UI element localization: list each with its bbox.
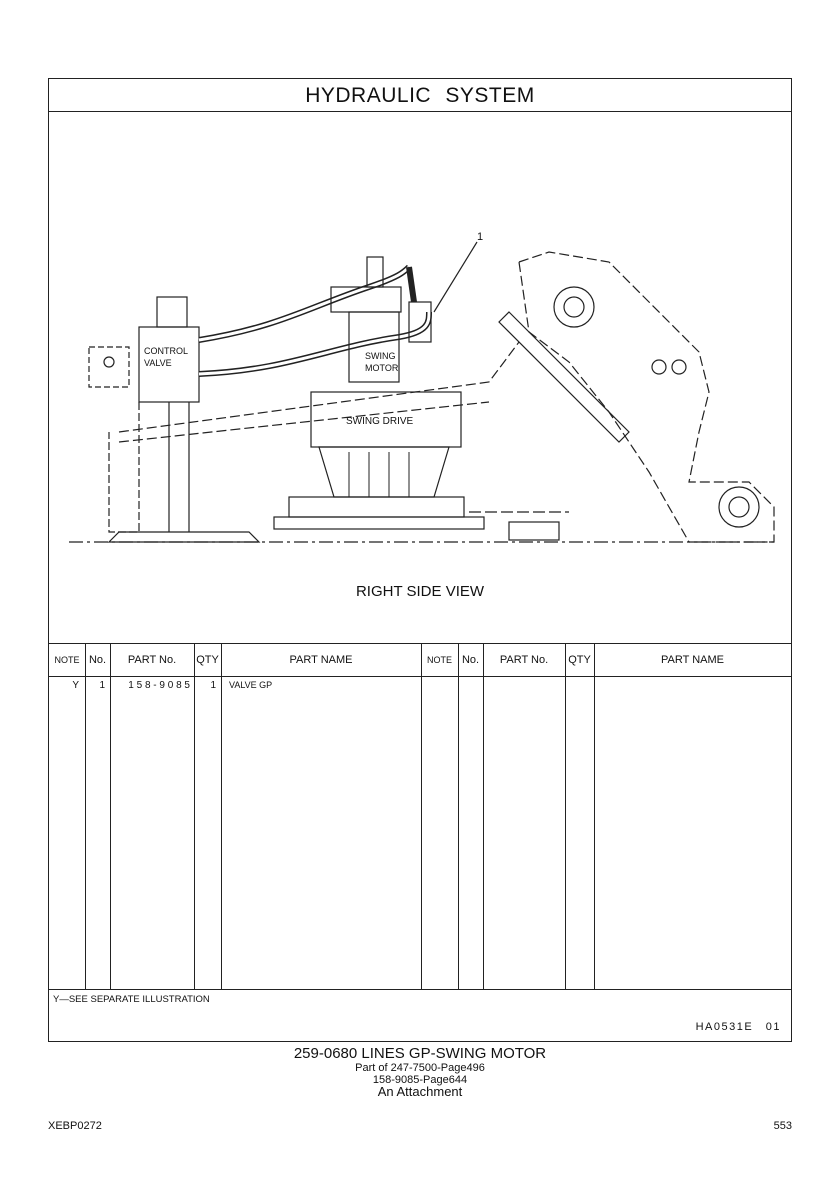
illustration-ref-code: HA0531E 01 [695, 1021, 781, 1033]
col-no-2: No. [461, 654, 480, 666]
parts-table: NOTE No. PART No. QTY PART NAME NOTE No.… [49, 643, 791, 990]
row-note: Y [72, 680, 79, 691]
callout-number: 1 [477, 231, 483, 243]
row-qty: 1 [210, 680, 216, 691]
row-no: 1 [99, 680, 105, 691]
label-swing-motor: SWING [365, 351, 396, 361]
col-part-no: PART No. [127, 654, 177, 666]
col-part-name-2: PART NAME [661, 654, 724, 666]
label-swing-motor-2: MOTOR [365, 363, 399, 373]
column-divider [110, 644, 111, 989]
column-divider [421, 644, 422, 989]
col-qty-2: QTY [568, 654, 591, 666]
footnote: Y—SEE SEPARATE ILLUSTRATION [53, 994, 210, 1005]
row-part-no: 1 5 8 - 9 0 8 5 [128, 680, 190, 691]
label-control-valve-2: VALVE [144, 358, 172, 368]
col-no: No. [88, 654, 107, 666]
label-swing-drive: SWING DRIVE [346, 416, 414, 427]
caption-attachment: An Attachment [377, 1084, 463, 1099]
column-divider [221, 644, 222, 989]
column-divider [194, 644, 195, 989]
page-number: 553 [773, 1120, 792, 1132]
view-title: RIGHT SIDE VIEW [356, 583, 485, 600]
col-qty: QTY [196, 654, 219, 666]
header-divider [49, 676, 791, 677]
caption-ref: 158-9085-Page644 [372, 1074, 468, 1086]
row-part-name: VALVE GP [229, 680, 273, 690]
doc-id: XEBP0272 [48, 1120, 102, 1132]
col-part-no-2: PART No. [499, 654, 549, 666]
col-note: NOTE [54, 655, 80, 665]
column-divider [483, 644, 484, 989]
col-note-2: NOTE [426, 655, 452, 665]
label-control-valve: CONTROL [144, 346, 188, 356]
column-divider [85, 644, 86, 989]
column-divider [565, 644, 566, 989]
caption-title: 259-0680 LINES GP-SWING MOTOR [293, 1045, 547, 1062]
page-title: HYDRAULIC SYSTEM [49, 79, 791, 112]
col-part-name: PART NAME [289, 654, 353, 666]
illustration: 1 CONTROL VALVE SWING MOTOR SWING DRIVE … [69, 231, 775, 600]
parts-page-frame: HYDRAULIC SYSTEM [48, 78, 792, 1042]
column-divider [594, 644, 595, 989]
caption-part-of: Part of 247-7500-Page496 [355, 1062, 485, 1074]
column-divider [458, 644, 459, 989]
